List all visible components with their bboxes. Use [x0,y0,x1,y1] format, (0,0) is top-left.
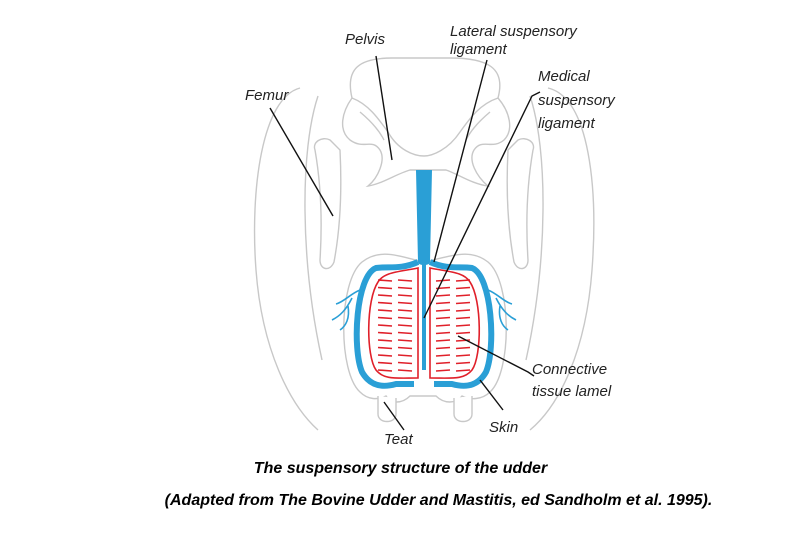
lamella-dash [455,294,471,297]
label-connective-2: tissue lamel [532,383,612,400]
lamella-dash [455,316,471,320]
lamella-dash [397,339,413,342]
lamella-dash [397,369,413,372]
lamella-dash [397,331,413,335]
femur-bones [313,138,535,270]
lamella-dash [377,301,393,305]
lamella-dash [455,354,471,357]
lamella-dash [377,369,393,372]
label-medical-2: suspensory [538,92,616,109]
lamella-dash [435,316,451,320]
lamella-dash [455,361,471,365]
connective-tissue-lamellae [377,279,471,372]
lamella-dash [377,346,393,350]
lamella-dash [377,324,393,327]
body-outline [253,87,595,431]
lamella-dash [377,331,393,335]
label-lateral-suspensory-2: ligament [450,41,508,58]
lamella-dash [455,301,471,305]
caption-title: The suspensory structure of the udder [253,460,548,477]
lamella-dash [455,279,471,282]
lamella-dash [397,301,413,305]
lamella-dash [397,354,413,357]
femur-leader [269,107,334,217]
connective-tissue-leader [457,335,535,377]
lamella-dash [435,294,451,297]
label-connective-1: Connective [532,361,607,378]
caption-source: (Adapted from The Bovine Udder and Masti… [164,492,713,509]
medial-ligament [416,170,432,370]
lamella-dash [435,369,451,372]
teat-leader [383,401,405,431]
lamella-dash [397,324,413,327]
lamella-dash [455,339,471,342]
lamella-dash [435,339,451,342]
lamella-dash [435,361,451,365]
pelvis-leader [375,55,393,161]
lamella-dash [435,346,451,350]
teats [377,396,473,423]
lamella-dash [455,324,471,327]
lamella-dash [455,331,471,335]
label-lateral-suspensory-1: Lateral suspensory [450,23,578,40]
lamella-dash [455,369,471,372]
lamella-dash [435,331,451,335]
lamella-dash [377,309,393,312]
lateral-ligament-leader [433,59,488,263]
lamella-dash [377,286,393,290]
lamella-dash [377,339,393,342]
lateral-ligament [331,259,517,389]
lamella-dash [435,301,451,305]
label-teat: Teat [384,431,413,448]
lamella-dash [397,346,413,350]
lamella-dash [377,279,393,282]
lamella-dash [397,316,413,320]
lamella-dash [397,279,413,282]
lamella-dash [377,361,393,365]
lamella-dash [455,286,471,290]
lamella-dash [435,309,451,312]
medical-ligament-leader [423,91,541,319]
lamella-dash [455,309,471,312]
pelvis-bone [342,57,511,188]
skin-leader [479,379,504,411]
lamella-dash [455,346,471,350]
lamella-dash [397,361,413,365]
label-medical-3: ligament [538,115,596,132]
label-femur: Femur [245,87,289,104]
lamella-dash [377,316,393,320]
leader-lines [269,55,541,431]
lamella-dash [397,309,413,312]
label-medical-1: Medical [538,68,590,85]
lamella-dash [397,294,413,297]
lamella-dash [435,324,451,327]
lamella-dash [377,294,393,297]
lamella-dash [377,354,393,357]
lamella-dash [397,286,413,290]
label-skin: Skin [489,419,518,436]
label-pelvis: Pelvis [345,31,386,48]
lamella-dash [435,354,451,357]
